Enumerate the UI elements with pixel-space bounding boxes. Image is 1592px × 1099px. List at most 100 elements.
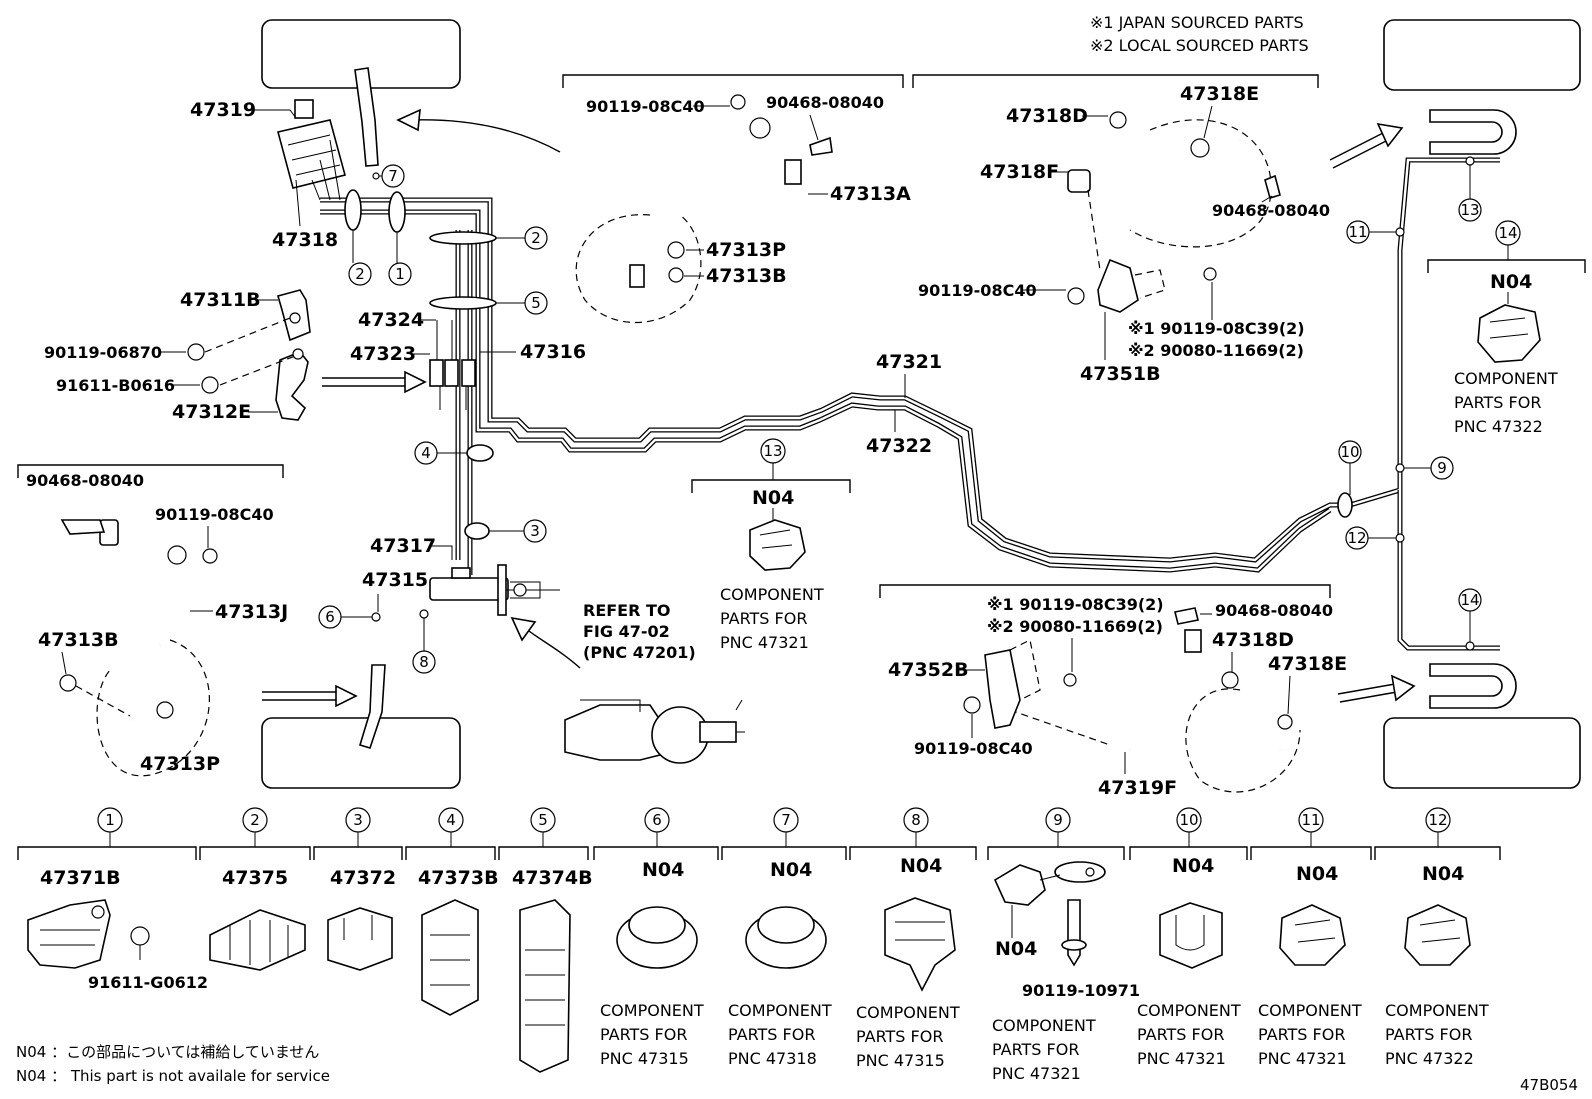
component-block-13: 13 N04 COMPONENT PARTS FOR PNC 47321 <box>720 438 824 652</box>
detail-outline-rear-right <box>1129 119 1272 248</box>
arrowhead-bracket-to-block <box>404 370 427 394</box>
svg-text:91611-G0612: 91611-G0612 <box>88 973 208 992</box>
refer-line-3[interactable]: (PNC 47201) <box>583 643 696 662</box>
bracket-rear-left-group <box>879 584 1331 598</box>
label-47323: 47323 <box>350 343 416 365</box>
label-47318E-top: 47318E <box>1180 83 1259 105</box>
svg-text:12: 12 <box>1347 529 1366 547</box>
brake-tube-main <box>320 157 1500 651</box>
label-47317: 47317 <box>370 535 436 557</box>
brake-booster-assembly <box>564 699 745 764</box>
svg-text:11: 11 <box>1301 811 1320 829</box>
svg-text:10: 10 <box>1179 811 1198 829</box>
svg-text:PARTS FOR: PARTS FOR <box>1137 1025 1224 1044</box>
arrow-to-front-box <box>409 119 561 153</box>
bracket-front-hose-group <box>562 74 904 88</box>
svg-text:COMPONENT: COMPONENT <box>1258 1001 1362 1020</box>
label-47311B: 47311B <box>180 289 261 311</box>
clamp-ring-3 <box>464 522 490 540</box>
svg-text:COMPONENT: COMPONENT <box>1385 1001 1489 1020</box>
refer-line-1[interactable]: REFER TO <box>583 601 671 620</box>
svg-text:PARTS FOR: PARTS FOR <box>1385 1025 1472 1044</box>
label-47316: 47316 <box>520 341 586 363</box>
svg-text:PNC 47321: PNC 47321 <box>1258 1049 1347 1068</box>
clamp-ring-10 <box>1337 492 1353 518</box>
svg-text:6: 6 <box>325 608 335 626</box>
clamp-ring-1 <box>388 191 406 233</box>
svg-text:3: 3 <box>530 522 540 540</box>
arrowhead-refer <box>510 616 537 642</box>
arrowhead-rear-left <box>1390 674 1416 702</box>
svg-text:47371B: 47371B <box>40 867 121 889</box>
svg-text:5: 5 <box>538 811 548 829</box>
arrowhead-hose-to-rear <box>335 684 358 708</box>
bracket-47311B <box>277 289 311 342</box>
label-front-left-gasket: 47313P <box>140 753 220 775</box>
dash-rear-right-hose <box>1087 189 1101 271</box>
tube-to-front-box <box>354 67 379 167</box>
svg-text:N04: N04 <box>1422 863 1464 885</box>
svg-text:N04: N04 <box>1172 855 1214 877</box>
note-japan-sourced: ※1 JAPAN SOURCED PARTS <box>1090 13 1304 32</box>
bracket-front-left-hose-group <box>17 464 284 478</box>
flex-hose-47318F <box>1067 138 1241 193</box>
bolt-icon-91611-B0616 <box>201 376 219 394</box>
clamp-47312E <box>275 348 309 421</box>
bracket-callout-13 <box>691 479 851 493</box>
flex-hose-47313A <box>629 117 806 288</box>
detail-outline-front <box>575 214 702 324</box>
svg-text:10: 10 <box>1340 443 1359 461</box>
leader-47318E-top <box>1203 105 1213 139</box>
arrow-to-rear-right-box <box>1329 131 1389 169</box>
bolt-icon-rear-right-2 <box>1203 267 1217 281</box>
svg-text:2: 2 <box>531 229 541 247</box>
leader-47318E-bottom <box>1287 675 1291 715</box>
dash-bolt-b0616 <box>219 355 296 386</box>
svg-text:N04: N04 <box>752 487 794 509</box>
leader-47318 <box>295 179 301 227</box>
svg-text:1: 1 <box>105 811 115 829</box>
label-front-bolt: 90119-08C40 <box>586 97 705 116</box>
svg-text:47373B: 47373B <box>418 867 499 889</box>
svg-text:47372: 47372 <box>330 867 396 889</box>
label-90119-06870: 90119-06870 <box>44 343 162 362</box>
svg-text:PNC 47315: PNC 47315 <box>856 1051 945 1070</box>
bolt-icon-front-hose <box>730 94 746 110</box>
svg-text:COMPONENT: COMPONENT <box>600 1001 704 1020</box>
arrow-to-rear-left-box <box>1337 683 1398 703</box>
svg-text:PNC 47318: PNC 47318 <box>728 1049 817 1068</box>
svg-text:PNC 47315: PNC 47315 <box>600 1049 689 1068</box>
leader-47319 <box>254 109 297 119</box>
leader-47317 <box>430 545 453 560</box>
svg-text:N04: N04 <box>642 859 684 881</box>
reference-box-bottom-left <box>261 717 461 789</box>
detail-outline-front-left <box>96 639 210 777</box>
bracket-47352B <box>984 639 1041 729</box>
svg-text:COMPONENT: COMPONENT <box>856 1003 960 1022</box>
figure-code: 47B054 <box>1520 1076 1578 1094</box>
bracket-callout-14 <box>1427 259 1586 273</box>
bottom-part-1: 1 47371B 91611-G0612 <box>27 807 208 992</box>
refer-line-2[interactable]: FIG 47-02 <box>583 622 670 641</box>
label-front-left-clip: 90468-08040 <box>26 471 144 490</box>
clip-icon-47318E-bottom <box>1277 714 1293 730</box>
leader-front-clip <box>809 114 819 141</box>
callouts-main: 7 2 1 2 5 4 3 6 8 11 13 10 9 12 14 <box>318 156 1482 674</box>
svg-text:12: 12 <box>1428 811 1447 829</box>
svg-text:COMPONENT: COMPONENT <box>720 585 824 604</box>
label-rear-right-clip: 90468-08040 <box>1212 201 1330 220</box>
junction-bracket-47319 <box>277 99 346 201</box>
svg-text:2: 2 <box>355 265 365 283</box>
label-front-hose: 47313A <box>830 183 911 205</box>
gasket-icon-front-left <box>156 701 174 719</box>
svg-text:N04: N04 <box>900 855 942 877</box>
label-front-clip: 90468-08040 <box>766 93 884 112</box>
label-rear-right-bolt2: ※2 90080-11669(2) <box>1128 341 1304 360</box>
label-rear-right-bolt1: ※1 90119-08C39(2) <box>1128 319 1305 338</box>
clamp-ring-4 <box>466 444 494 462</box>
svg-text:COMPONENT: COMPONENT <box>992 1016 1096 1035</box>
label-47351B: 47351B <box>1080 363 1161 385</box>
bolt-icon-rear-right <box>1067 287 1085 305</box>
component-block-14: 14 N04 COMPONENT PARTS FOR PNC 47322 <box>1454 220 1558 436</box>
